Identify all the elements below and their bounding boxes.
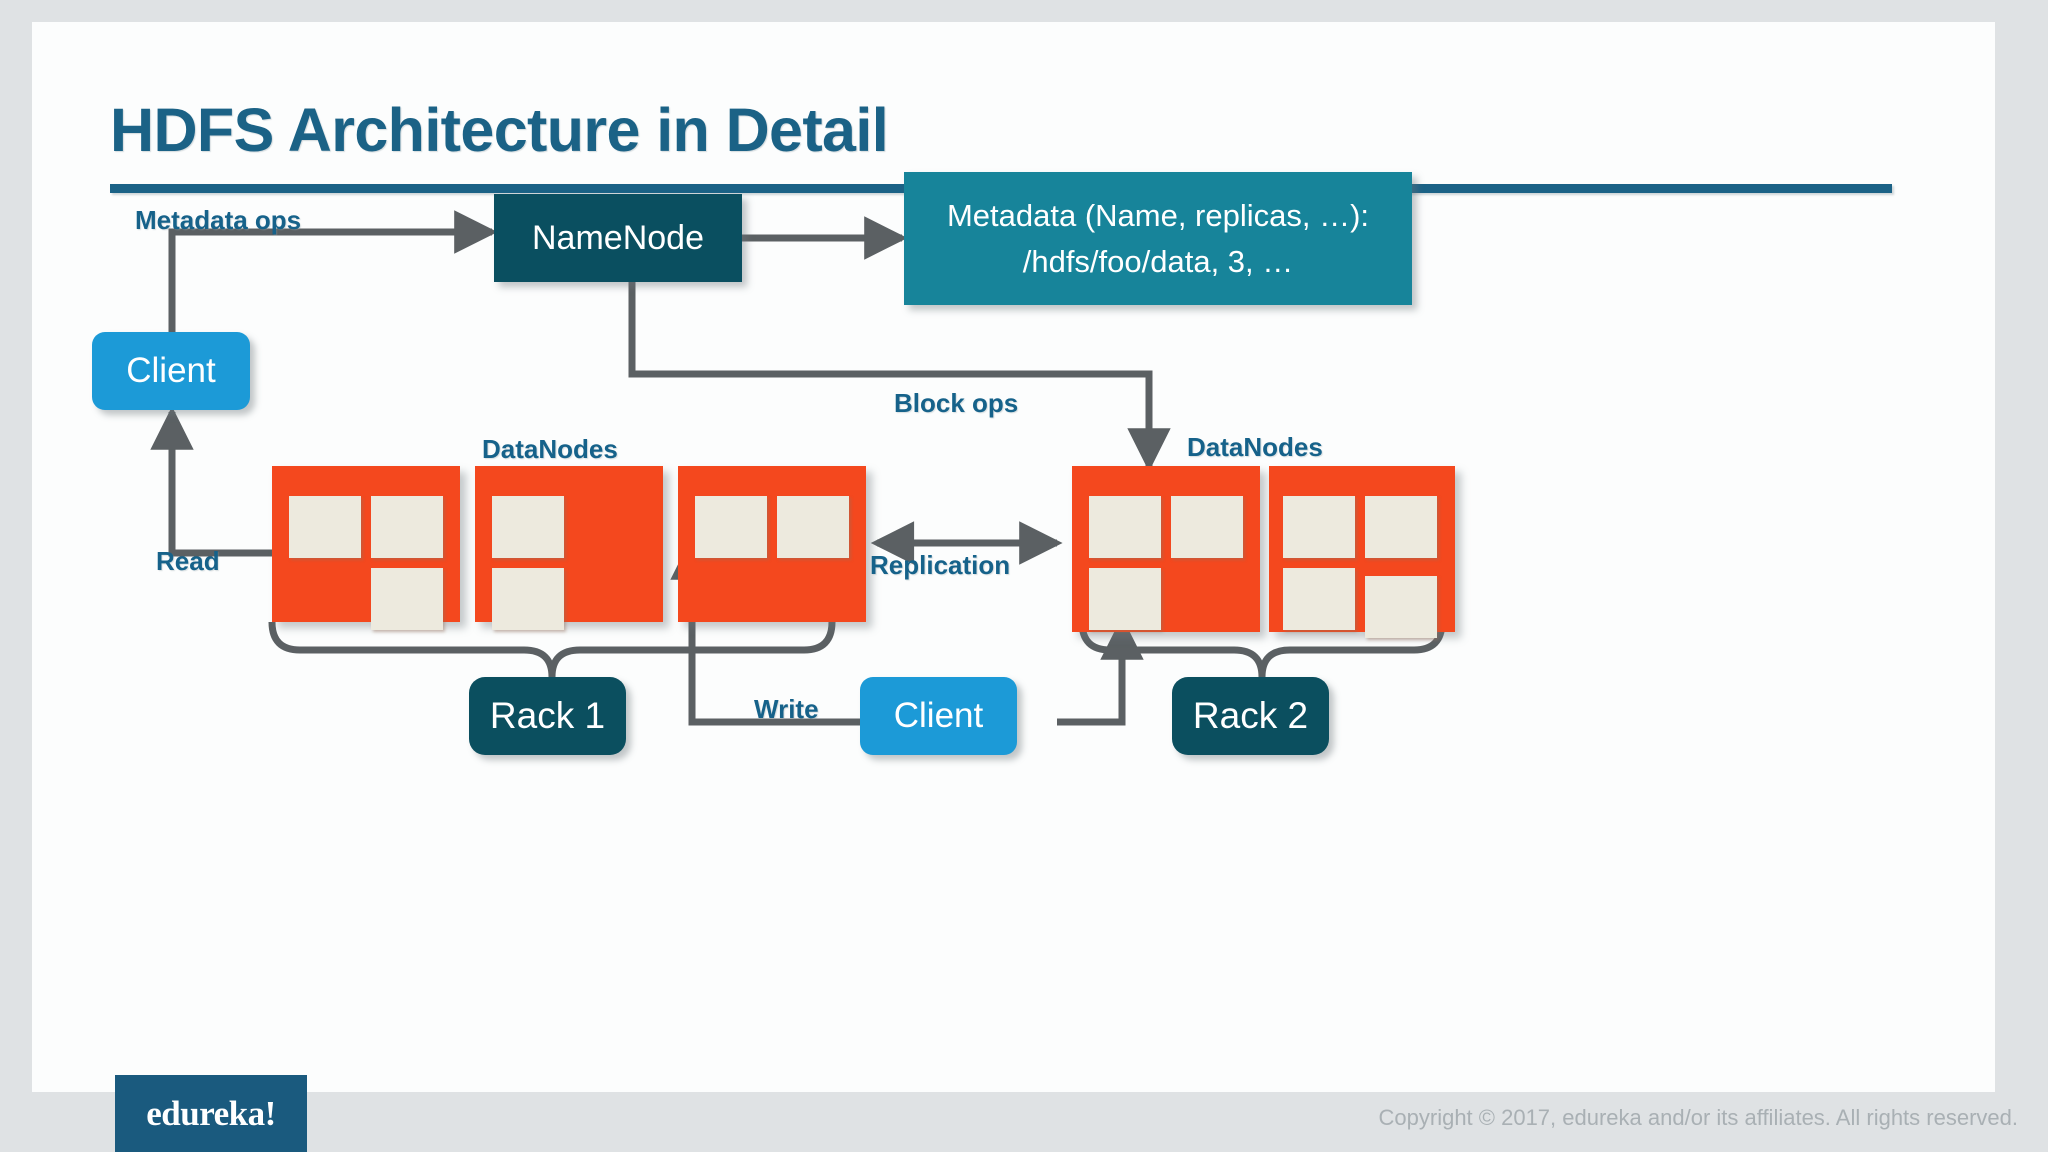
rack-2-label: Rack 2: [1192, 695, 1309, 736]
rack-1-box[interactable]: Rack 1: [469, 677, 626, 755]
datanode-5[interactable]: [1269, 466, 1455, 638]
metadata-line-2: /hdfs/foo/data, 3, …: [1022, 243, 1294, 279]
data-block: [1365, 496, 1437, 558]
brace-rack-1: [268, 621, 836, 678]
caption-replication: Replication: [870, 550, 1011, 580]
page-title: HDFS Architecture in Detail: [110, 96, 889, 164]
metadata-line-1: Metadata (Name, replicas, …):: [946, 197, 1370, 233]
data-block: [1283, 496, 1355, 558]
datanode-1[interactable]: [272, 466, 460, 630]
copyright-text: Copyright © 2017, edureka and/or its aff…: [1378, 1105, 2018, 1130]
data-block: [371, 496, 443, 558]
datanode-3[interactable]: [678, 466, 866, 622]
data-block: [1171, 496, 1243, 558]
caption-datanodes-left: DataNodes: [482, 434, 618, 464]
namenode-label: NameNode: [532, 218, 704, 257]
edureka-logo-text: edureka!: [146, 1093, 276, 1133]
wire-write-rack2: [1057, 616, 1144, 726]
namenode-box[interactable]: NameNode: [494, 194, 742, 282]
caption-read: Read: [156, 546, 220, 576]
edureka-logo: edureka!: [115, 1075, 307, 1152]
slide-canvas: HDFS Architecture in Detail: [32, 22, 1995, 1107]
datanode-4[interactable]: [1072, 466, 1260, 632]
data-block: [1283, 568, 1355, 630]
data-block: [289, 496, 361, 558]
rack-1-label: Rack 1: [489, 695, 606, 736]
data-block: [777, 496, 849, 558]
rack-2-box[interactable]: Rack 2: [1172, 677, 1329, 755]
client-bottom-label: Client: [893, 696, 984, 735]
caption-datanodes-right: DataNodes: [1187, 432, 1323, 462]
data-block: [1365, 576, 1437, 638]
data-block: [492, 496, 564, 558]
metadata-box[interactable]: Metadata (Name, replicas, …): /hdfs/foo/…: [904, 172, 1412, 305]
datanode-2[interactable]: [475, 466, 663, 630]
caption-metadata-ops: Metadata ops: [135, 205, 302, 235]
data-block: [695, 496, 767, 558]
caption-block-ops: Block ops: [894, 388, 1019, 418]
client-box-bottom[interactable]: Client: [860, 677, 1017, 755]
data-block: [1089, 568, 1161, 630]
client-box-top[interactable]: Client: [92, 332, 250, 410]
data-block: [371, 568, 443, 630]
wire-read: [150, 406, 272, 557]
client-top-label: Client: [126, 351, 216, 390]
footer-bar: [0, 1092, 2048, 1152]
data-block: [492, 568, 564, 630]
caption-write: Write: [754, 694, 819, 724]
data-block: [1089, 496, 1161, 558]
